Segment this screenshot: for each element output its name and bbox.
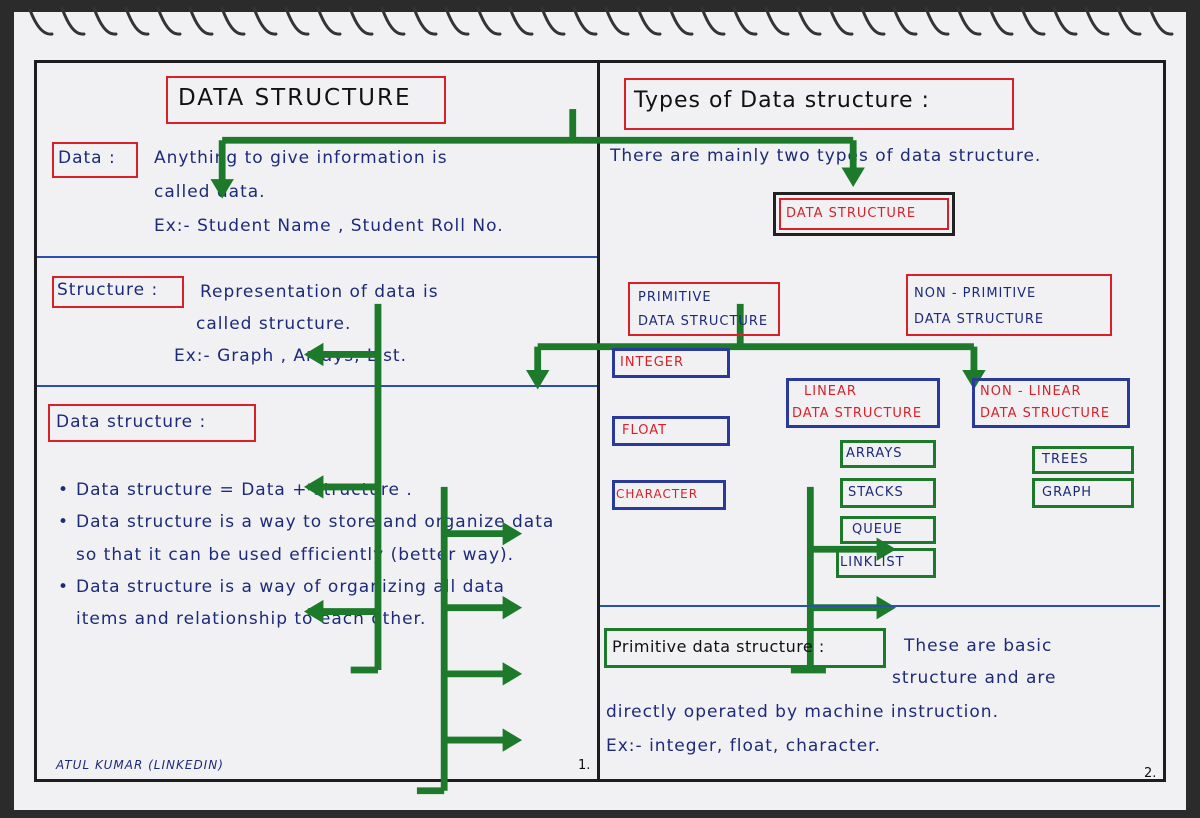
graph-label: GRAPH: [1042, 485, 1093, 500]
stacks-box: [840, 478, 936, 508]
nonlinear-label-2: DATA STRUCTURE: [980, 406, 1111, 421]
character-box: [612, 480, 726, 510]
tree-root-label: DATA STRUCTURE: [786, 206, 917, 221]
data-definition-line1: Anything to give information is: [154, 148, 448, 168]
left-title-box: [166, 76, 446, 124]
list-item: Data structure is a way to store and org…: [56, 506, 556, 571]
linklist-label: LINKLIST: [840, 555, 905, 570]
page-number-left: 1.: [578, 758, 591, 773]
data-heading: Data :: [58, 148, 116, 168]
integer-box: [612, 348, 730, 378]
tree-root-box: [773, 192, 955, 236]
nonprimitive-box: [906, 274, 1112, 336]
graph-box: [1032, 478, 1134, 508]
linear-label-2: DATA STRUCTURE: [792, 406, 923, 421]
nonlinear-label-1: NON - LINEAR: [980, 384, 1082, 399]
primitive-label-2: DATA STRUCTURE: [638, 314, 769, 329]
structure-heading-box: [52, 276, 184, 308]
integer-label: INTEGER: [620, 355, 685, 370]
pds-example: Ex:- integer, float, character.: [606, 736, 881, 756]
float-label: FLOAT: [622, 423, 668, 438]
pds-heading-box: [604, 628, 886, 668]
ds-heading-box: [48, 404, 256, 442]
linear-box: [786, 378, 940, 428]
queue-label: QUEUE: [852, 522, 903, 537]
structure-example: Ex:- Graph , Arrays, List.: [174, 346, 407, 366]
nonprimitive-label-2: DATA STRUCTURE: [914, 312, 1045, 327]
trees-box: [1032, 446, 1134, 474]
divider-line: [37, 385, 597, 387]
character-label: CHARACTER: [616, 487, 699, 501]
divider-line: [37, 256, 597, 258]
structure-heading: Structure :: [57, 280, 159, 300]
page-number-right: 2.: [1144, 766, 1157, 781]
pds-heading: Primitive data structure :: [612, 637, 825, 656]
pds-text-line1: These are basic: [904, 636, 1053, 656]
pds-text-line2: structure and are: [892, 668, 1057, 688]
notebook-page: [14, 12, 1186, 810]
left-title: DATA STRUCTURE: [178, 85, 412, 111]
primitive-label-1: PRIMITIVE: [638, 290, 712, 305]
data-heading-box: [52, 142, 138, 178]
arrays-label: ARRAYS: [846, 446, 903, 461]
primitive-box: [628, 282, 780, 336]
types-intro: There are mainly two types of data struc…: [610, 146, 1042, 166]
queue-box: [840, 516, 936, 544]
page-frame: [34, 60, 1166, 782]
arrays-box: [840, 440, 936, 468]
divider-line: [600, 605, 1160, 607]
nonprimitive-label-1: NON - PRIMITIVE: [914, 286, 1037, 301]
right-title: Types of Data structure :: [634, 88, 930, 113]
trees-label: TREES: [1042, 452, 1089, 467]
structure-definition-line1: Representation of data is: [200, 282, 439, 302]
linear-label-1: LINEAR: [804, 384, 857, 399]
structure-definition-line2: called structure.: [196, 314, 352, 334]
nonlinear-box: [972, 378, 1130, 428]
ds-heading: Data structure :: [56, 412, 207, 432]
linklist-box: [836, 548, 936, 578]
center-divider: [597, 60, 600, 782]
float-box: [612, 416, 730, 446]
data-definition-line2: called data.: [154, 182, 266, 202]
right-title-box: [624, 78, 1014, 130]
stacks-label: STACKS: [848, 485, 904, 500]
tree-root-inner: [779, 198, 949, 230]
data-example: Ex:- Student Name , Student Roll No.: [154, 216, 504, 236]
pds-text-line3: directly operated by machine instruction…: [606, 702, 999, 722]
spiral-binding: [28, 6, 1174, 36]
author-credit: ATUL KUMAR (LINKEDIN): [56, 758, 224, 772]
